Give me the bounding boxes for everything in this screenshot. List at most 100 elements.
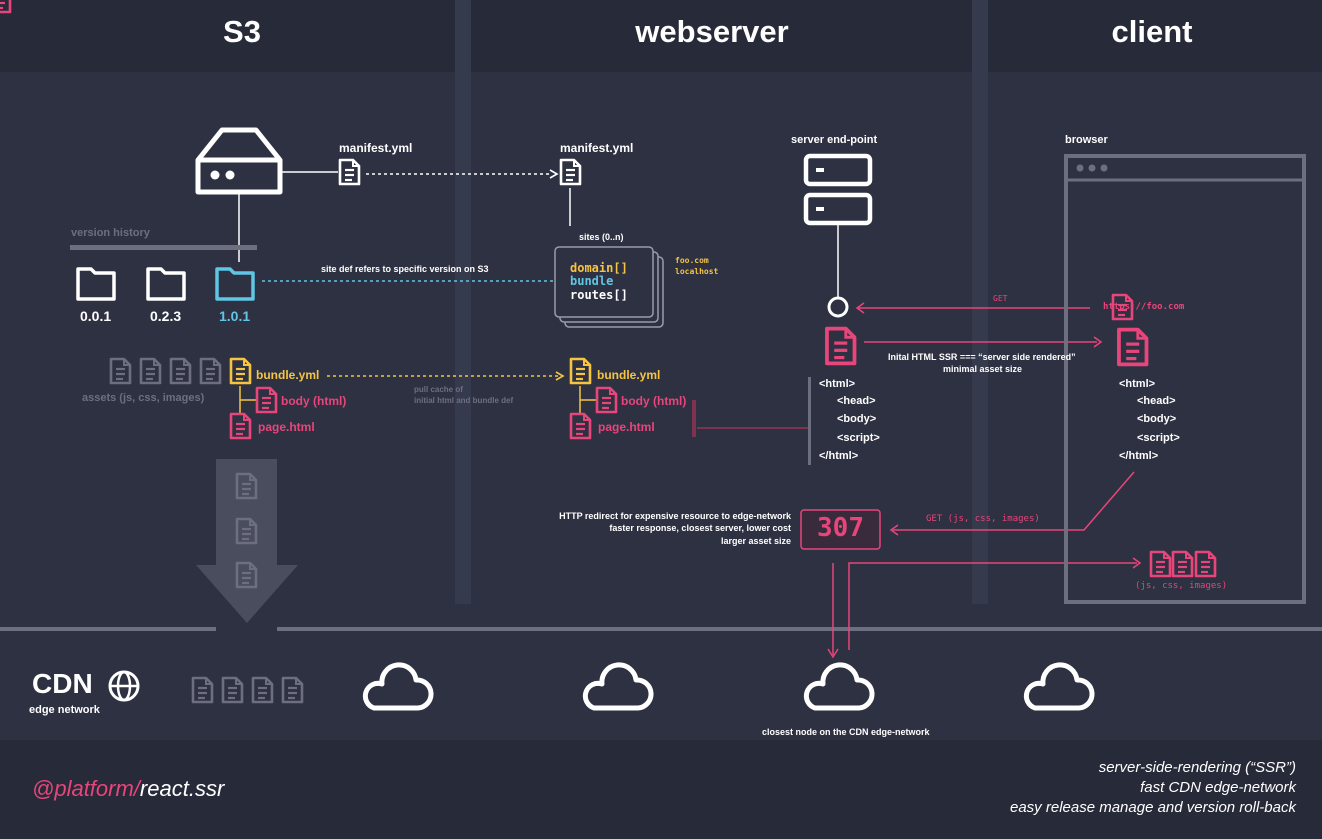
site-def-note: site def refers to specific version on S…: [321, 264, 489, 274]
s3-bundle-label: bundle.yml: [256, 368, 320, 382]
cloud-icon-4: [1026, 665, 1092, 708]
feature-item: easy release manage and version roll-bac…: [1010, 799, 1296, 816]
folder-icon-0.2.3: [146, 267, 186, 301]
redirect-code: 307: [817, 513, 864, 543]
get-assets-arrow: [893, 471, 1135, 531]
webserver-body-icon: [595, 386, 618, 414]
webserver-page-icon: [569, 412, 592, 440]
cdn-title: CDN: [32, 668, 93, 699]
server-html-line-4: </html>: [819, 450, 859, 462]
redirect-note-line-3: larger asset size: [720, 536, 791, 546]
bundle-pull-arrowhead: [555, 371, 565, 381]
cdn-file-icon-2: [221, 676, 244, 704]
s3-body-icon: [255, 386, 278, 414]
version-label-2: 1.0.1: [219, 308, 251, 324]
webserver-manifest-icon: [559, 158, 582, 186]
redirect-box: [800, 509, 881, 550]
client-asset-icon-2: [1171, 550, 1194, 578]
page-bracket-marker: [692, 400, 696, 437]
ssr-note-line-1: Inital HTML SSR === “server side rendere…: [888, 352, 1076, 362]
client-html-line-3: <script>: [1137, 432, 1180, 444]
ssr-html-doc-large: [825, 326, 857, 366]
site-field-domain: domain[]: [570, 261, 628, 275]
redirect-note-line-2: faster response, closest server, lower c…: [609, 523, 791, 533]
cloud-icon-1: [365, 665, 431, 708]
webserver-bundle-label: bundle.yml: [597, 368, 661, 382]
manifest-sync-arrowhead: [549, 169, 559, 179]
closest-node-label: closest node on the CDN edge-network: [762, 727, 930, 737]
column-title-webserver: webserver: [635, 14, 789, 49]
cloud-icon-2: [585, 665, 651, 708]
client-html-line-1: <head>: [1137, 395, 1176, 407]
server-icon: [803, 153, 873, 226]
column-title-s3: S3: [223, 14, 261, 49]
client-asset-icon-3: [1194, 550, 1217, 578]
cdn-upload-arrow: [196, 459, 298, 623]
separator-webserver-client: [972, 0, 988, 604]
separator-s3-webserver: [455, 0, 471, 604]
asset-icon-2: [139, 357, 162, 385]
get-assets-label: GET (js, css, images): [926, 514, 1040, 524]
site-field-bundle: bundle: [570, 274, 614, 288]
client-asset-icon-1: [1149, 550, 1172, 578]
cdn-file-icon-4: [281, 676, 304, 704]
client-html-doc-icon: [1117, 327, 1149, 367]
endpoint-node: [827, 296, 849, 318]
server-html-line-2: <body>: [837, 413, 877, 425]
client-html-line-0: <html>: [1119, 378, 1156, 390]
s3-manifest-label: manifest.yml: [339, 141, 413, 155]
browser-label: browser: [1065, 134, 1108, 146]
cloud-icon-3: [806, 665, 872, 708]
sites-card-stack: [554, 246, 664, 328]
cdn-file-icon-1: [191, 676, 214, 704]
server-endpoint-label: server end-point: [791, 134, 878, 146]
column-title-client: client: [1111, 14, 1193, 49]
client-html-line-4: </html>: [1119, 450, 1159, 462]
cdn-file-icon-3: [251, 676, 274, 704]
footer-band: [0, 740, 1322, 839]
s3-manifest-icon: [338, 158, 361, 186]
s3-body-label: body (html): [281, 394, 347, 408]
version-label-0: 0.0.1: [80, 308, 112, 324]
folder-icon-0.0.1: [76, 267, 116, 301]
asset-icon-1: [109, 357, 132, 385]
brand-name: @platform/react.ssr: [32, 776, 224, 802]
domain-localhost: localhost: [675, 267, 719, 276]
server-html-line-1: <head>: [837, 395, 876, 407]
redirect-to-cdn-arrowhead: [827, 648, 839, 659]
feature-list: server-side-rendering (“SSR”) fast CDN e…: [1010, 758, 1296, 818]
feature-item: server-side-rendering (“SSR”): [1098, 759, 1296, 776]
server-html-line-0: <html>: [819, 378, 856, 390]
get-request-arrowhead: [855, 302, 865, 314]
cdn-subtitle: edge network: [29, 704, 100, 716]
asset-icon-4: [199, 357, 222, 385]
webserver-manifest-label: manifest.yml: [560, 141, 634, 155]
client-assets-label: (js, css, images): [1135, 581, 1228, 591]
version-label-1: 0.2.3: [150, 308, 182, 324]
client-html-line-2: <body>: [1137, 413, 1177, 425]
version-history-label: version history: [71, 227, 150, 239]
get-label: GET: [993, 294, 1008, 303]
s3-page-icon: [229, 412, 252, 440]
ssr-html-doc-icon: [0, 0, 12, 14]
globe-icon: [108, 670, 140, 702]
get-assets-arrowhead: [889, 524, 899, 536]
ssr-response-arrowhead: [1093, 336, 1103, 348]
version-history-bar: [70, 245, 257, 250]
assets-label: assets (js, css, images): [82, 392, 205, 404]
s3-bundle-icon: [229, 357, 252, 385]
s3-page-label: page.html: [258, 420, 315, 434]
site-field-routes: routes[]: [570, 288, 628, 302]
folder-icon-1.0.1: [215, 267, 255, 301]
s3-storage-icon: [195, 127, 283, 195]
header-band: [0, 0, 1322, 72]
asset-icon-3: [169, 357, 192, 385]
webserver-bundle-icon: [569, 357, 592, 385]
cdn-to-client-arrowhead: [1132, 557, 1142, 569]
feature-item: fast CDN edge-network: [1140, 779, 1296, 796]
brand-suffix: react.ssr: [139, 776, 225, 801]
server-html-bracket: [808, 377, 811, 465]
pull-note-line-2: initial html and bundle def: [414, 396, 514, 405]
